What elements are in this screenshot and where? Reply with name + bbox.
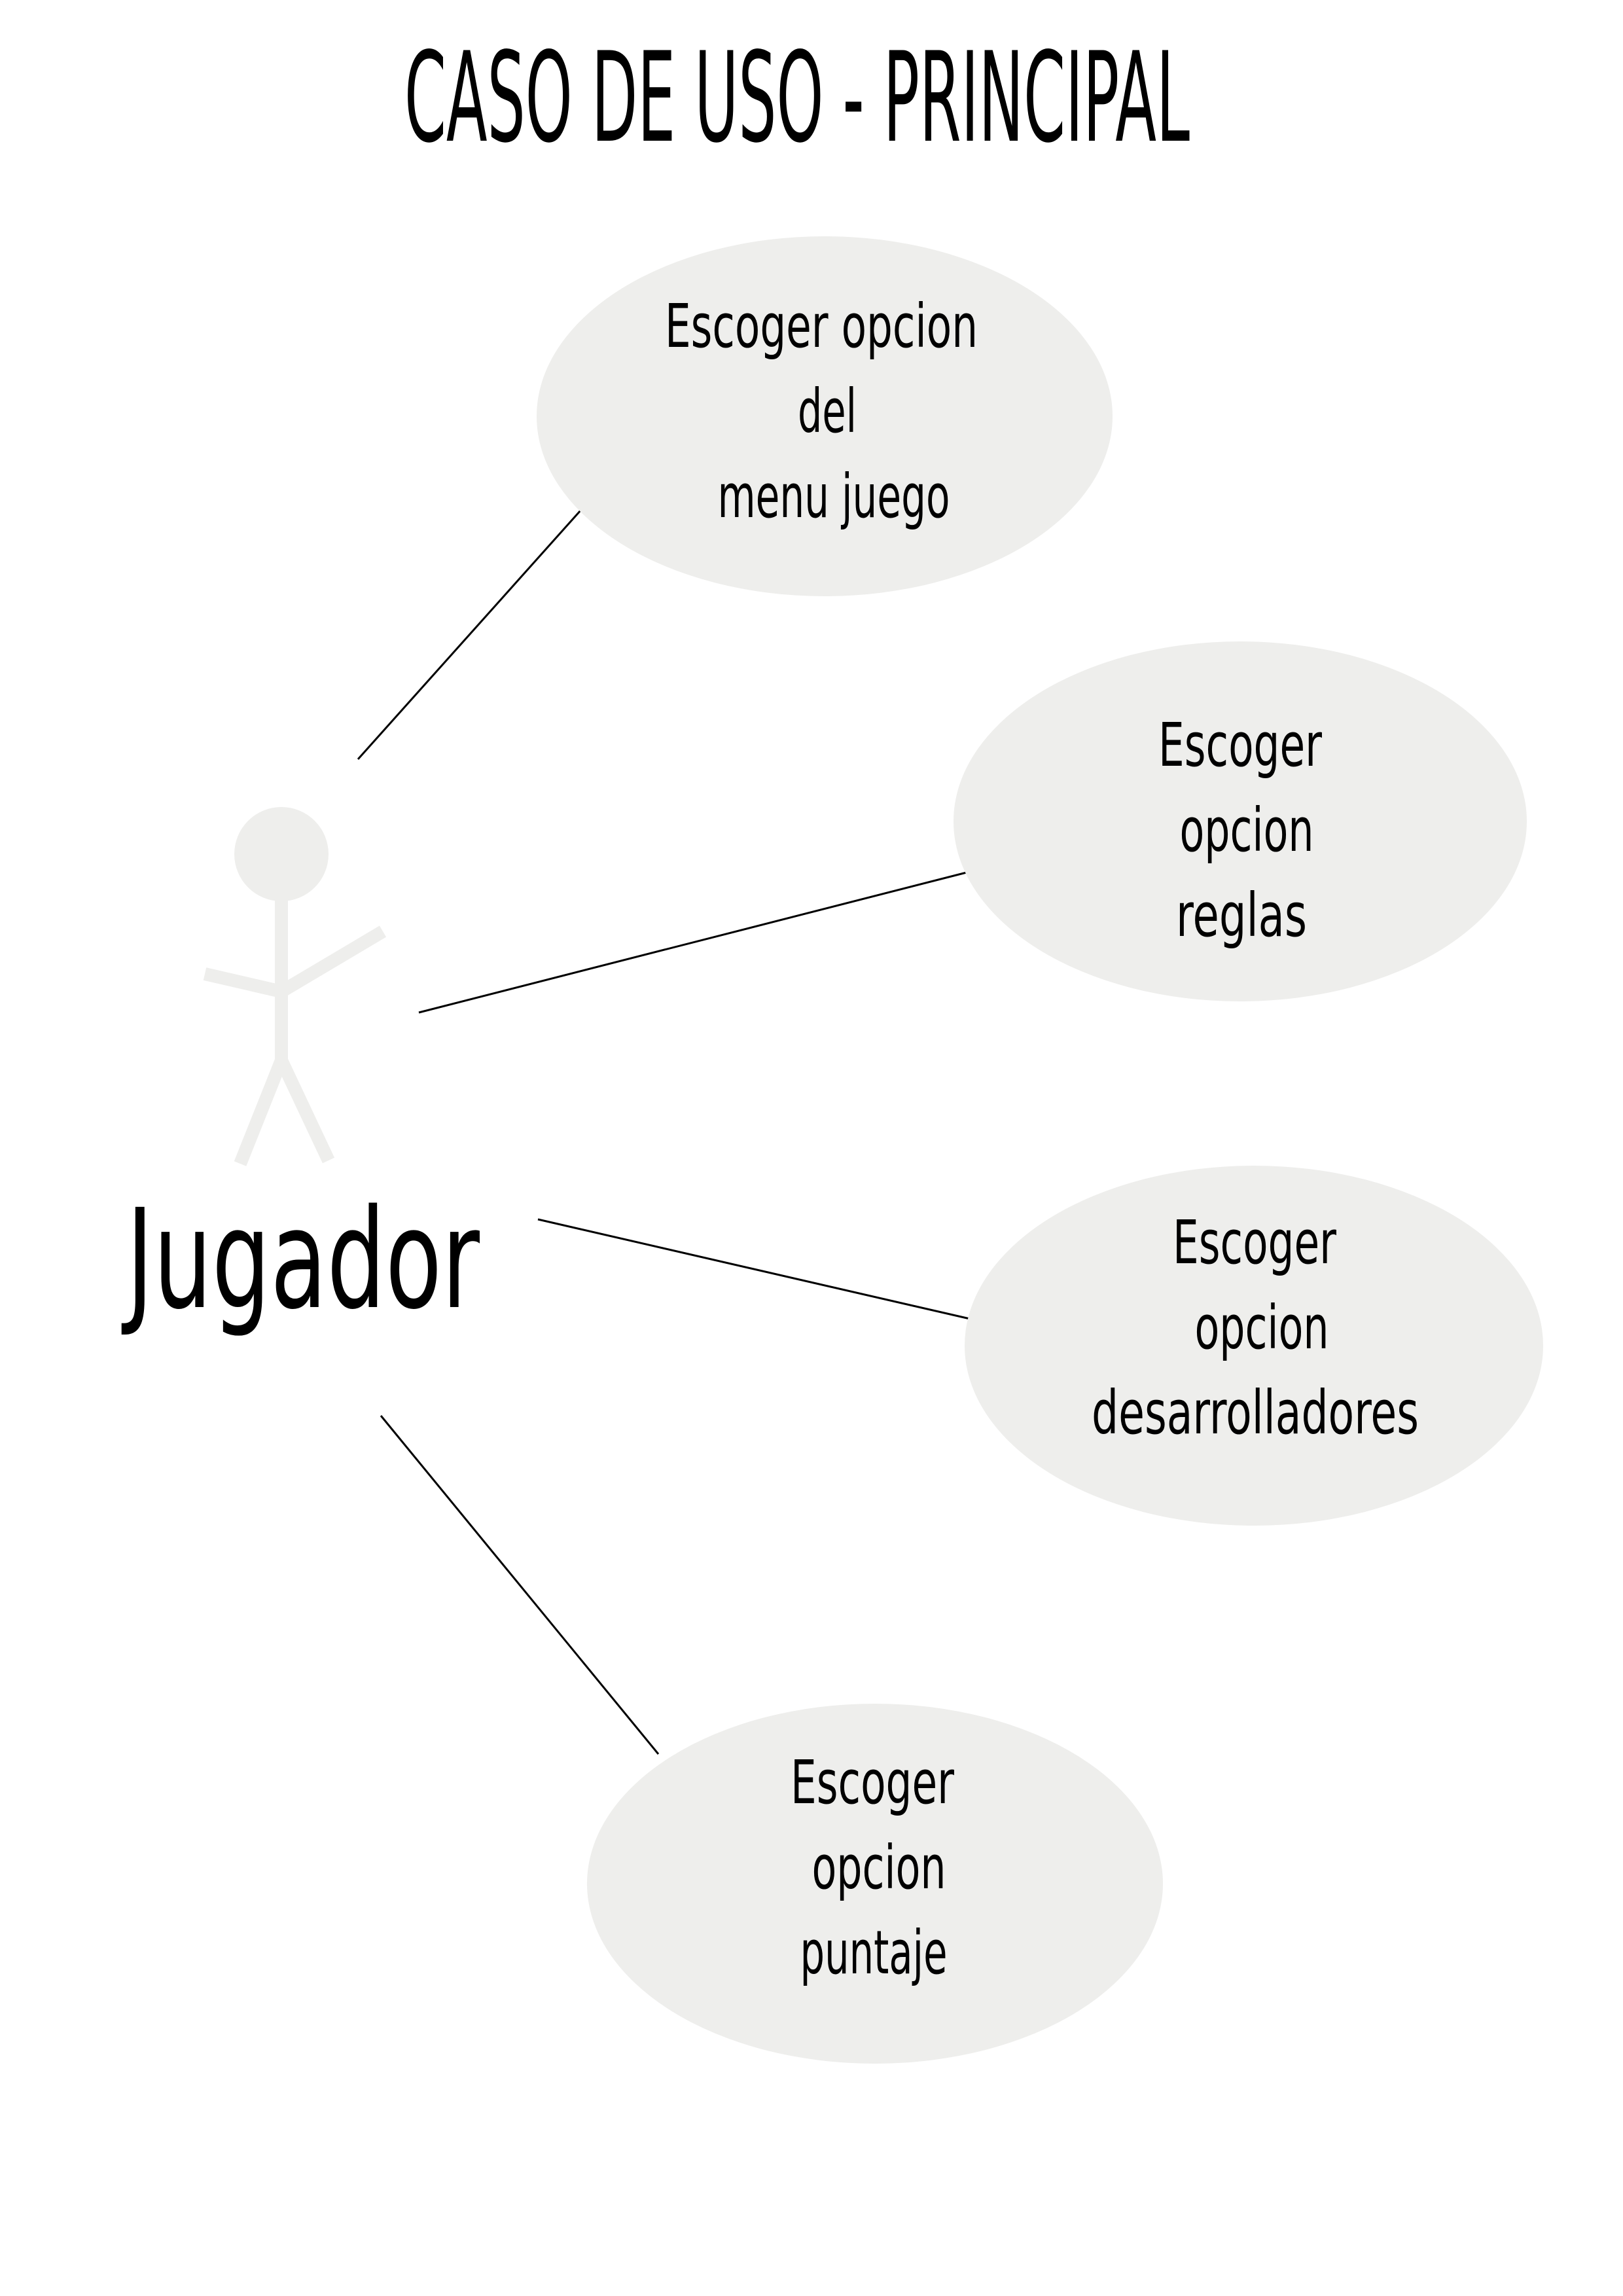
actor-head: [234, 807, 329, 901]
use-case-menu-juego: Escoger opcion del menu juego: [537, 236, 1113, 596]
use-case-line: desarrolladores: [1092, 1378, 1419, 1448]
use-case-line: opcion: [1195, 1293, 1329, 1363]
use-case-line: Escoger: [1158, 710, 1322, 780]
association-line-reglas: [418, 871, 967, 1014]
actor-right-arm: [277, 925, 387, 997]
actor-label: Jugador: [122, 1179, 480, 1340]
use-case-line: puntaje: [800, 1918, 948, 1988]
use-case-line: menu juego: [718, 461, 950, 531]
actor-figure: [203, 807, 387, 1166]
use-case-ellipse: [587, 1704, 1163, 2064]
diagram-title: CASO DE USO - PRINCIPAL: [404, 26, 1190, 170]
use-case-line: reglas: [1176, 880, 1307, 950]
use-case-ellipse: [954, 641, 1527, 1001]
actor-left-arm: [203, 967, 283, 998]
actor-right-leg: [275, 1057, 335, 1164]
association-line-puntaje: [380, 1415, 660, 1755]
use-case-puntaje: Escoger opcion puntaje: [587, 1704, 1163, 2064]
use-case-line: Escoger: [1173, 1208, 1336, 1278]
use-case-line: del: [798, 376, 857, 446]
use-case-line: Escoger opcion: [665, 291, 978, 361]
use-case-line: opcion: [1180, 795, 1314, 865]
use-case-ellipse: [537, 236, 1113, 596]
use-case-line: opcion: [812, 1833, 946, 1903]
use-case-ellipse: [965, 1166, 1543, 1526]
association-line-desarrolladores: [537, 1218, 971, 1320]
use-case-line: Escoger: [791, 1748, 954, 1818]
association-line-menu: [357, 509, 582, 761]
actor-left-leg: [234, 1058, 288, 1166]
use-case-desarrolladores: Escoger opcion desarrolladores: [965, 1166, 1543, 1526]
use-case-reglas: Escoger opcion reglas: [954, 641, 1527, 1001]
